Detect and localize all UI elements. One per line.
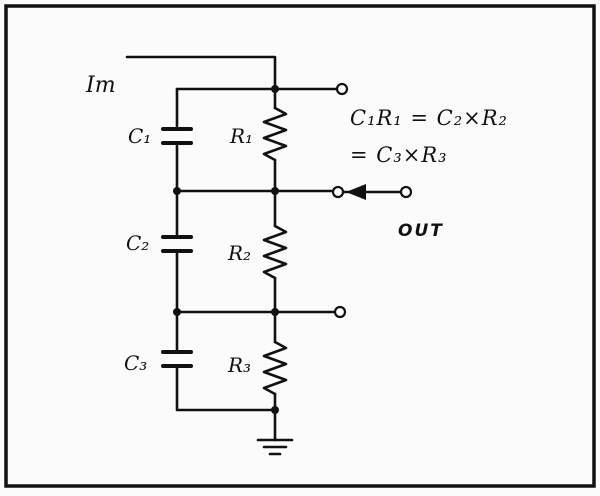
junction-dot	[271, 308, 279, 316]
capacitor-c1-label: C₁	[128, 124, 151, 148]
capacitor-c2-label: C₂	[126, 231, 149, 255]
resistor-r1-label: R₁	[229, 124, 253, 148]
resistor-r3	[262, 340, 288, 396]
equation-line-2: = C₃×R₃	[350, 143, 448, 167]
resistor-r1	[262, 106, 288, 162]
resistor-r2-label: R₂	[227, 241, 251, 265]
junction-dot	[271, 187, 279, 195]
diagram-border	[4, 4, 596, 488]
equation-line-1: C₁R₁ = C₂×R₂	[350, 106, 508, 130]
capacitor-c2	[161, 235, 193, 253]
ground-symbol	[256, 438, 294, 456]
junction-dot	[173, 308, 181, 316]
input-label: Im	[85, 73, 116, 98]
terminal-lower	[333, 305, 347, 319]
capacitor-c3	[161, 350, 193, 368]
terminal-output	[399, 185, 413, 199]
terminal-mid	[331, 185, 345, 199]
resistor-r3-label: R₃	[227, 353, 251, 377]
junction-dot	[271, 406, 279, 414]
output-arrow-head	[346, 184, 366, 200]
capacitor-c1	[161, 127, 193, 145]
capacitor-c3-label: C₃	[124, 351, 147, 375]
resistor-r2	[262, 224, 288, 280]
junction-dot	[173, 187, 181, 195]
capacitor-column-wire-bottom	[175, 364, 277, 412]
terminal-top	[335, 82, 349, 96]
output-label: OUT	[398, 221, 444, 241]
input-wire	[125, 55, 277, 91]
junction-dot	[271, 85, 279, 93]
